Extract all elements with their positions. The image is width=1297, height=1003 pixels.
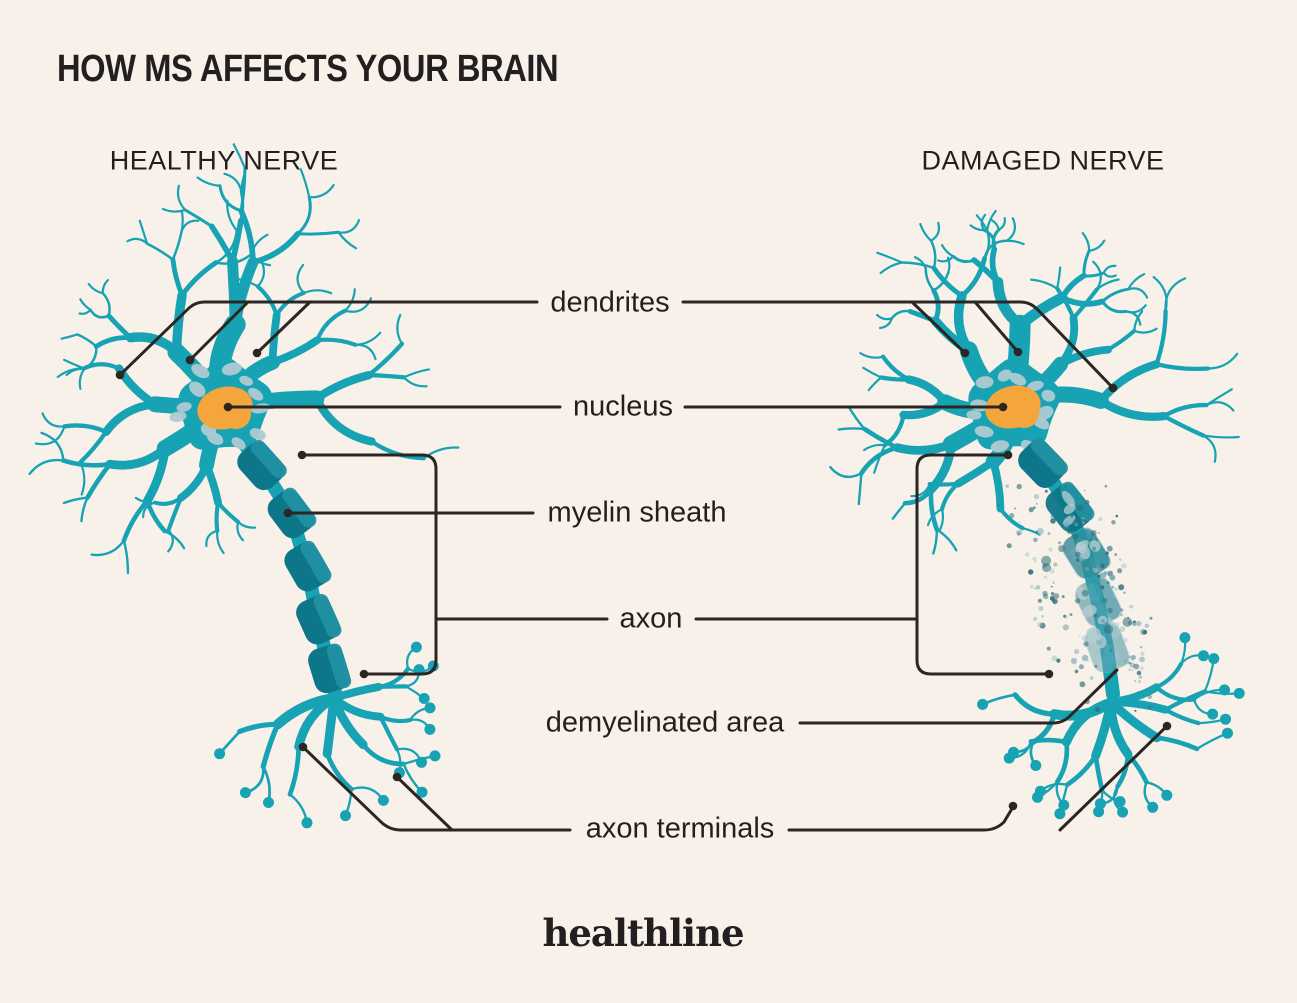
label-demyelinated-area: demyelinated area [545, 706, 785, 739]
damaged-nerve-header: DAMAGED NERVE [921, 145, 1165, 176]
healthline-logo: healthline [542, 911, 744, 955]
label-axon: axon [619, 602, 683, 635]
healthy-nerve-header: HEALTHY NERVE [109, 145, 339, 176]
healthy-neuron-illustration [28, 143, 460, 829]
page-title: HOW MS AFFECTS YOUR BRAIN [57, 48, 559, 90]
leader-lines [115, 300, 1172, 832]
label-nucleus: nucleus [573, 390, 673, 423]
damaged-neuron-illustration [829, 209, 1245, 820]
label-myelin-sheath: myelin sheath [547, 496, 727, 529]
label-axon-terminals: axon terminals [585, 812, 775, 845]
label-dendrites: dendrites [550, 286, 670, 319]
